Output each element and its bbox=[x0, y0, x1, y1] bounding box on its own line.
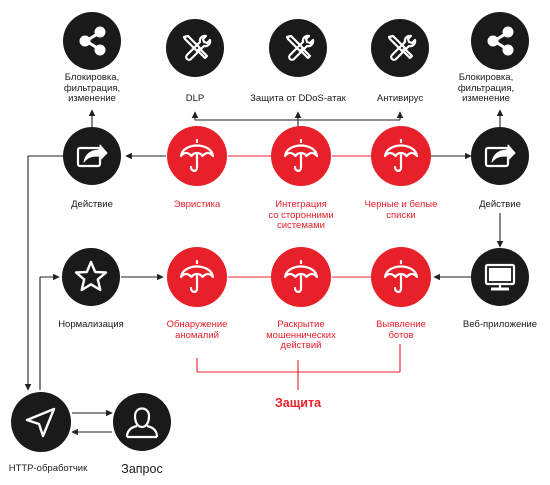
label-normalization: Нормализация bbox=[58, 319, 124, 330]
label-protection: Защита bbox=[274, 396, 322, 410]
connectors bbox=[24, 109, 504, 436]
label-webapp: Веб-приложение bbox=[462, 319, 538, 330]
label-fraud: Раскрытие мошеннических действий bbox=[266, 319, 336, 351]
node-ddos bbox=[269, 19, 327, 77]
label-request: Запрос bbox=[121, 462, 163, 476]
node-http-handler bbox=[11, 392, 71, 452]
label-antivirus: Антивирус bbox=[376, 93, 424, 104]
node-action-left bbox=[63, 127, 121, 185]
node-dlp bbox=[166, 19, 224, 77]
label-heuristics: Эвристика bbox=[173, 199, 221, 210]
label-dlp: DLP bbox=[185, 93, 205, 104]
label-bots: Выявление ботов bbox=[376, 319, 426, 341]
node-webapp bbox=[471, 248, 529, 306]
node-antivirus bbox=[371, 19, 429, 77]
label-block-left: Блокировка, фильтрация, изменение bbox=[63, 72, 121, 104]
label-bw-lists: Черные и белые списки bbox=[364, 199, 438, 221]
node-share-left bbox=[63, 12, 121, 70]
label-integration: Интеграция со сторонними системами bbox=[268, 199, 334, 231]
label-anomaly: Обнаружение аномалий bbox=[166, 319, 228, 341]
node-heuristics bbox=[167, 126, 227, 186]
node-bw-lists bbox=[371, 126, 431, 186]
label-action-left: Действие bbox=[71, 199, 113, 210]
node-request bbox=[113, 393, 171, 451]
node-action-right bbox=[471, 127, 529, 185]
node-normalization bbox=[62, 248, 120, 306]
node-share-right bbox=[471, 12, 529, 70]
label-action-right: Действие bbox=[479, 199, 521, 210]
label-block-right: Блокировка, фильтрация, изменение bbox=[457, 72, 515, 104]
node-bots bbox=[371, 247, 431, 307]
node-anomaly bbox=[167, 247, 227, 307]
label-ddos: Защита от DDoS-атак bbox=[250, 93, 346, 104]
label-http-handler: HTTP-обработчик bbox=[8, 463, 88, 474]
node-fraud bbox=[271, 247, 331, 307]
node-integration bbox=[271, 126, 331, 186]
